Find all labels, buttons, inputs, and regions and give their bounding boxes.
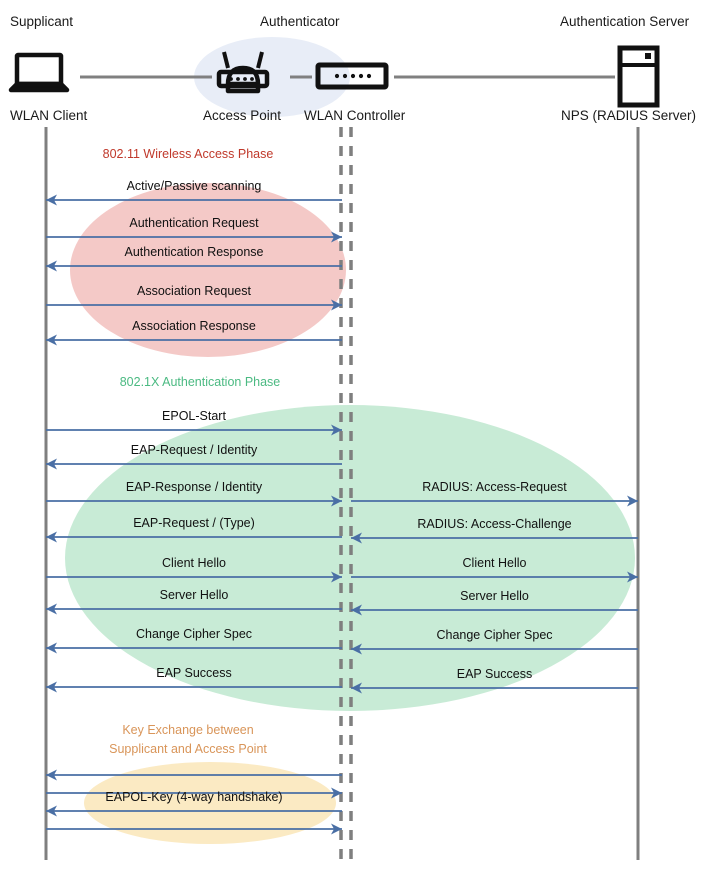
msg-radius-access-challenge-label: RADIUS: Access-Challenge (417, 517, 572, 531)
msg-radius-access-request-arrow (351, 495, 638, 507)
phase-label-8021x: 802.1X Authentication Phase (119, 375, 281, 389)
msg-key-1-arrow (46, 769, 342, 781)
msg-authentication-response-label: Authentication Response (124, 245, 264, 259)
phase-label-80211: 802.11 Wireless Access Phase (102, 147, 274, 161)
msg-eap-success-right-arrow (351, 682, 638, 694)
msg-association-response-arrow (46, 334, 342, 346)
authentication-server-role-label: Authentication Server (560, 14, 690, 29)
authenticator-highlight-ellipse (194, 37, 350, 117)
msg-eap-request-type-arrow (46, 531, 342, 543)
phase-ellipse-8021x (65, 405, 635, 711)
msg-eap-request-identity-arrow (46, 458, 342, 470)
authenticator-role-label: Authenticator (260, 14, 340, 29)
msg-authentication-request-arrow (46, 231, 342, 243)
server-rack-icon (617, 45, 660, 108)
msg-active-passive-scanning-label: Active/Passive scanning (126, 179, 262, 193)
msg-key-2-arrow (46, 787, 342, 799)
msg-server-hello-left-label: Server Hello (159, 588, 229, 602)
msg-authentication-response-arrow (46, 260, 342, 272)
phase-ellipse-80211 (70, 183, 346, 357)
wlan-controller-label: WLAN Controller (304, 108, 406, 123)
msg-client-hello-left-arrow (46, 571, 342, 583)
access-point-label: Access Point (203, 108, 282, 123)
msg-eapol-key-handshake-label: EAPOL-Key (4-way handshake) (105, 790, 283, 804)
msg-change-cipher-spec-left-label: Change Cipher Spec (135, 627, 253, 641)
msg-client-hello-right-arrow (351, 571, 638, 583)
supplicant-role-label: Supplicant (10, 14, 74, 29)
msg-change-cipher-spec-right-arrow (351, 643, 638, 655)
msg-eapol-key-handshake-arrow (46, 805, 342, 817)
msg-eap-response-identity-arrow (46, 495, 342, 507)
msg-key-4-arrow (46, 823, 342, 835)
laptop-icon (8, 52, 70, 93)
msg-change-cipher-spec-left-arrow (46, 642, 342, 654)
msg-epol-start-arrow (46, 424, 342, 436)
phase-ellipse-key-exchange (84, 762, 336, 844)
msg-eap-request-identity-label: EAP-Request / Identity (130, 443, 258, 457)
msg-eap-success-left-label: EAP Success (156, 666, 232, 680)
msg-client-hello-left-label: Client Hello (162, 556, 226, 570)
msg-change-cipher-spec-right-label: Change Cipher Spec (436, 628, 553, 642)
phase-label-key-exchange-line2: Supplicant and Access Point (109, 742, 267, 756)
wireless-router-icon (216, 51, 270, 94)
msg-radius-access-challenge-arrow (351, 532, 638, 544)
msg-epol-start-label: EPOL-Start (162, 409, 226, 423)
msg-association-response-label: Association Response (132, 319, 256, 333)
msg-eap-success-left-arrow (46, 681, 342, 693)
wlan-client-label: WLAN Client (10, 108, 88, 123)
msg-radius-access-request-label: RADIUS: Access-Request (422, 480, 567, 494)
controller-box-icon (315, 62, 389, 90)
msg-association-request-label: Association Request (137, 284, 251, 298)
msg-eap-request-type-label: EAP-Request / (Type) (133, 516, 255, 530)
msg-association-request-arrow (46, 299, 342, 311)
msg-server-hello-left-arrow (46, 603, 342, 615)
msg-authentication-request-label: Authentication Request (129, 216, 259, 230)
msg-client-hello-right-label: Client Hello (462, 556, 527, 570)
msg-eap-response-identity-label: EAP-Response / Identity (125, 480, 263, 494)
msg-eap-success-right-label: EAP Success (456, 667, 533, 681)
msg-server-hello-right-arrow (351, 604, 638, 616)
msg-server-hello-right-label: Server Hello (460, 589, 529, 603)
nps-radius-server-label: NPS (RADIUS Server) (561, 108, 697, 123)
phase-label-key-exchange-line1: Key Exchange between (122, 723, 254, 737)
msg-active-passive-scanning-arrow (46, 194, 342, 206)
